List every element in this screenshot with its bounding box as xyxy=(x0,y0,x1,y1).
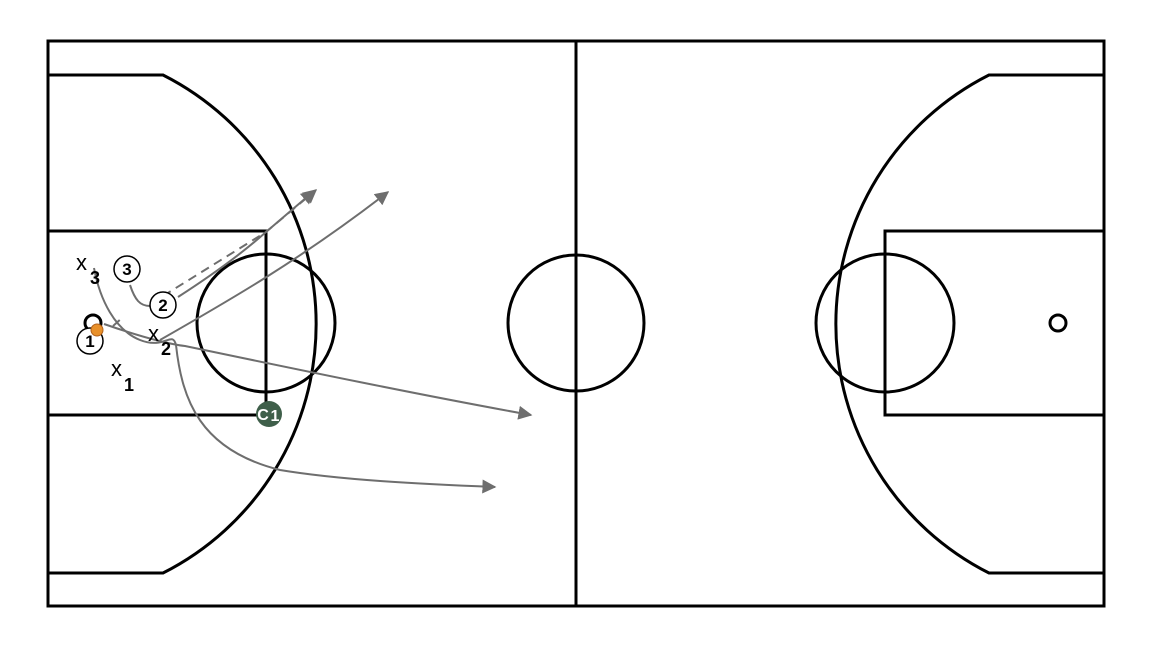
right-key xyxy=(883,229,1106,417)
defense-players: x 3 x 2 x 1 xyxy=(76,250,171,395)
player-3[interactable]: 3 xyxy=(113,255,141,283)
center-circle xyxy=(506,253,646,393)
movement-lines xyxy=(93,189,533,494)
player-1-number: 1 xyxy=(85,332,94,351)
right-free-throw-circle xyxy=(814,252,956,394)
player-2-circle xyxy=(149,291,177,319)
defender-x1[interactable]: x 1 xyxy=(111,356,134,395)
cut-path-long xyxy=(159,191,390,341)
basketball-icon xyxy=(90,323,104,337)
player-3-circle xyxy=(113,255,141,283)
defender-x2-sub: 2 xyxy=(161,339,171,359)
defender-x3[interactable]: x 3 xyxy=(76,250,100,288)
defender-x3-letter: x xyxy=(76,250,87,275)
coach-letter: C xyxy=(257,407,269,424)
drive-path-deep xyxy=(93,267,497,494)
defender-x1-letter: x xyxy=(111,356,122,381)
short-dash xyxy=(112,317,123,327)
cut-path xyxy=(177,229,269,298)
court-lines xyxy=(46,39,1106,608)
cut-arrow-short xyxy=(265,190,316,233)
coach[interactable]: C 1 xyxy=(256,401,282,427)
player-2[interactable]: 2 xyxy=(149,291,177,319)
left-three-point-arc xyxy=(48,73,318,575)
coach-sub: 1 xyxy=(271,408,280,425)
right-three-point-arc xyxy=(834,73,1104,575)
hoop-icon xyxy=(1048,313,1068,333)
pass-line xyxy=(162,189,318,297)
left-free-throw-circle xyxy=(195,252,337,394)
offense-players: 1 2 3 xyxy=(76,255,177,355)
coach-circle xyxy=(256,401,282,427)
defender-x3-sub: 3 xyxy=(90,268,100,288)
defender-x2-letter: x xyxy=(148,321,159,346)
left-key xyxy=(46,229,268,417)
defender-x1-sub: 1 xyxy=(124,375,134,395)
drive-path-mid xyxy=(103,323,533,420)
defender-x2[interactable]: x 2 xyxy=(148,321,171,359)
player-3-number: 3 xyxy=(122,260,131,279)
player-2-number: 2 xyxy=(158,296,167,315)
screen-path xyxy=(129,284,151,307)
